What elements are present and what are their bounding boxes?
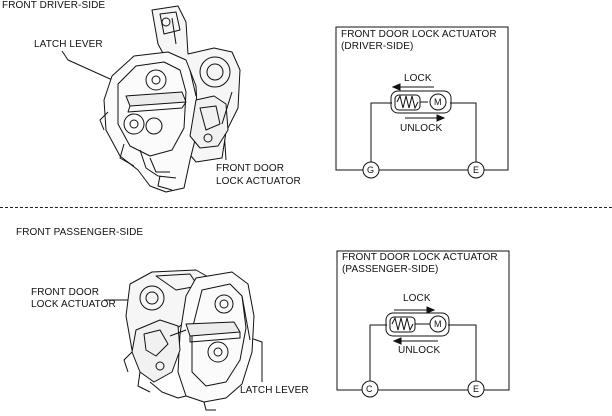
driver-actuator-housing — [390, 90, 452, 114]
driver-latch-lever-label: LATCH LEVER — [34, 39, 103, 50]
passenger-circuit-wire-left — [369, 324, 387, 389]
driver-section-label: FRONT DRIVER-SIDE — [2, 0, 106, 11]
passenger-schematic-title-line2: (PASSENGER-SIDE) — [342, 264, 439, 275]
passenger-schematic-title-line1: FRONT DOOR LOCK ACTUATOR — [342, 252, 498, 263]
driver-latch-leader — [61, 50, 151, 98]
passenger-latch-leader — [227, 329, 263, 382]
driver-schematic-title-line1: FRONT DOOR LOCK ACTUATOR — [341, 29, 497, 40]
passenger-terminal-right-label: E — [473, 384, 480, 394]
driver-actuator-label-line1: FRONT DOOR — [216, 163, 285, 174]
passenger-motor-label: M — [434, 319, 442, 329]
driver-motor-label: M — [434, 97, 442, 107]
driver-terminal-left-label: G — [367, 165, 375, 175]
passenger-latch-lever-label: LATCH LEVER — [240, 385, 309, 396]
passenger-unlock-label: UNLOCK — [398, 345, 441, 356]
driver-actuator-leader — [204, 117, 227, 161]
driver-circuit-wire-left — [370, 102, 392, 163]
driver-unlock-label: UNLOCK — [400, 123, 443, 134]
driver-actuator-label-line2: LOCK ACTUATOR — [216, 176, 301, 187]
passenger-section-label: FRONT PASSENGER-SIDE — [16, 227, 144, 238]
driver-schematic-title-line2: (DRIVER-SIDE) — [341, 41, 414, 52]
section-divider — [0, 207, 612, 208]
passenger-lock-label: LOCK — [403, 293, 431, 304]
driver-lock-label: LOCK — [404, 73, 432, 84]
driver-terminal-right-label: E — [473, 165, 480, 175]
passenger-actuator-label-line1: FRONT DOOR — [31, 287, 100, 298]
driver-circuit-wire-right — [450, 102, 477, 163]
driver-spring-icon — [396, 94, 419, 110]
passenger-circuit-wire-right — [448, 324, 477, 389]
passenger-actuator-label-line2: LOCK ACTUATOR — [31, 299, 116, 310]
passenger-spring-icon — [391, 316, 414, 332]
passenger-terminal-left-label: C — [366, 384, 373, 394]
